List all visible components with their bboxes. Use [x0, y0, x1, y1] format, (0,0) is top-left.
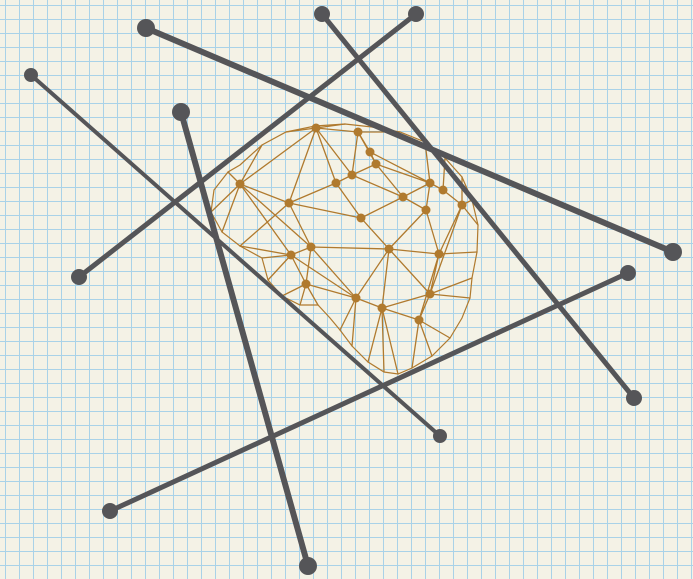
mesh-edge [439, 205, 462, 254]
mesh-edge [316, 128, 336, 183]
stick-endpoint-handle[interactable] [299, 557, 317, 575]
mesh-edge [389, 210, 426, 249]
mesh-node [348, 171, 357, 180]
mesh-edge [361, 218, 389, 249]
mesh-edge [389, 249, 430, 294]
stick-endpoint-handle[interactable] [620, 265, 636, 281]
stick-endpoint-handle[interactable] [172, 103, 190, 121]
mesh-edge [289, 203, 311, 247]
brain-mesh [211, 124, 478, 375]
stick[interactable] [71, 6, 424, 285]
mesh-edge [352, 132, 358, 175]
mesh-edge [311, 247, 389, 249]
mesh-edge [419, 320, 432, 356]
mesh-edge [336, 183, 361, 218]
mesh-edge [352, 175, 403, 197]
mesh-node [415, 316, 424, 325]
mesh-edge [316, 128, 352, 175]
mesh-node [352, 294, 361, 303]
stick[interactable] [172, 103, 317, 575]
mesh-edge [240, 203, 289, 246]
mesh-edge [316, 128, 358, 132]
stick-endpoint-handle[interactable] [433, 429, 447, 443]
mesh-node [422, 206, 431, 215]
mesh-node [378, 304, 387, 313]
mesh-node [458, 201, 467, 210]
mesh-node [357, 214, 366, 223]
mesh-node [426, 290, 435, 299]
mesh-node [332, 179, 341, 188]
stick-endpoint-handle[interactable] [137, 19, 155, 37]
mesh-edge [289, 183, 336, 203]
mesh-node [439, 186, 448, 195]
stick[interactable] [137, 19, 682, 261]
stick-endpoint-handle[interactable] [314, 6, 330, 22]
stick-endpoint-handle[interactable] [408, 6, 424, 22]
mesh-edge [419, 254, 439, 320]
mesh-edge [222, 184, 240, 232]
mesh-edge [430, 278, 472, 294]
stick-endpoint-handle[interactable] [71, 269, 87, 285]
stick-endpoint-handle[interactable] [102, 503, 118, 519]
mesh-node [366, 148, 375, 157]
mesh-node [399, 193, 408, 202]
mesh-edge [382, 308, 419, 320]
mesh-node [385, 245, 394, 254]
stick-line[interactable] [110, 273, 628, 511]
mesh-node [287, 251, 296, 260]
mesh-edge [368, 308, 382, 362]
mesh-edge [268, 255, 291, 280]
mesh-node [354, 128, 363, 137]
mesh-edge [289, 203, 361, 218]
mesh-edge [289, 128, 316, 203]
mesh-node [435, 250, 444, 259]
mesh-node [372, 160, 381, 169]
mesh-edge [430, 294, 470, 298]
stick-line[interactable] [146, 28, 673, 252]
stick-endpoint-handle[interactable] [24, 68, 38, 82]
stick-endpoint-handle[interactable] [664, 243, 682, 261]
mesh-edge [240, 184, 291, 255]
sticks [24, 6, 682, 575]
stick[interactable] [314, 6, 642, 406]
mesh-node [426, 179, 435, 188]
mesh-edge [419, 320, 450, 338]
mesh-node [302, 280, 311, 289]
mesh-edge [426, 210, 439, 254]
mesh-node [285, 199, 294, 208]
mesh-edge [389, 249, 439, 254]
mesh-node [312, 124, 321, 133]
mesh-node [307, 243, 316, 252]
mesh-edge [403, 183, 430, 197]
mesh-edge [412, 320, 419, 368]
mesh-edge [358, 132, 376, 164]
mesh-edge [361, 197, 403, 218]
mesh-node [236, 180, 245, 189]
mesh-edge [430, 205, 462, 294]
stick-endpoint-handle[interactable] [626, 390, 642, 406]
